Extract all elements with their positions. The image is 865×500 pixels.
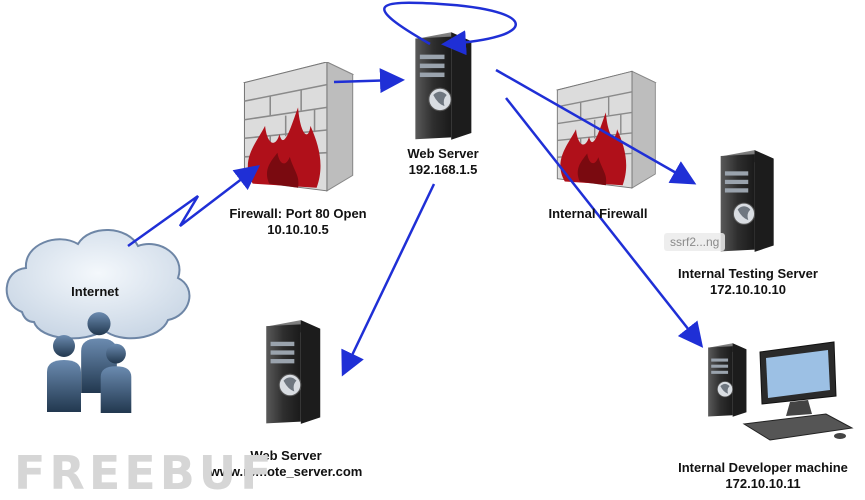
watermark: FREEBUF: [14, 446, 276, 500]
internal-developer-machine-label: Internal Developer machine 172.10.10.11: [664, 460, 862, 492]
web-server-icon: [414, 31, 473, 141]
connections: [127, 1, 704, 377]
remote-web-server-icon: [265, 319, 321, 425]
internal-testing-server-ip: 172.10.10.10: [710, 282, 786, 297]
internal-firewall-name: Internal Firewall: [548, 206, 648, 221]
web-server-name: Web Server: [407, 146, 479, 161]
internal-developer-machine-name: Internal Developer machine: [678, 460, 848, 475]
internet-name: Internet: [71, 284, 119, 299]
web-server-label: Web Server 192.168.1.5: [384, 146, 502, 178]
link-webserver-remote: [341, 183, 436, 377]
internal-firewall-label: Internal Firewall: [530, 206, 666, 222]
link-webserver-developer: [505, 97, 704, 348]
firewall-name: Firewall: Port 80 Open: [229, 206, 367, 221]
internal-testing-server-icon: [720, 149, 775, 253]
web-server-ip: 192.168.1.5: [408, 162, 478, 177]
internal-developer-machine-ip: 172.10.10.11: [725, 476, 801, 491]
internal-testing-server-label: Internal Testing Server 172.10.10.10: [662, 266, 834, 298]
overlay-tag: ssrf2...ng: [664, 233, 726, 251]
firewall-label: Firewall: Port 80 Open 10.10.10.5: [210, 206, 386, 238]
internal-firewall-icon: [556, 70, 657, 189]
internal-testing-server-name: Internal Testing Server: [678, 266, 818, 281]
firewall-ip: 10.10.10.5: [267, 222, 329, 237]
remote-web-server-host: www.remote_server.com: [209, 464, 363, 479]
link-firewall-webserver: [333, 68, 405, 94]
remote-web-server-label: Web Server www.remote_server.com: [196, 448, 376, 480]
link-internet-firewall: [127, 164, 260, 248]
remote-web-server-name: Web Server: [250, 448, 322, 463]
developer-workstation-icon: [707, 341, 854, 441]
link-webserver-testing: [495, 68, 697, 185]
internet-label: Internet: [62, 284, 128, 300]
link-webserver-loop: [383, 1, 517, 56]
